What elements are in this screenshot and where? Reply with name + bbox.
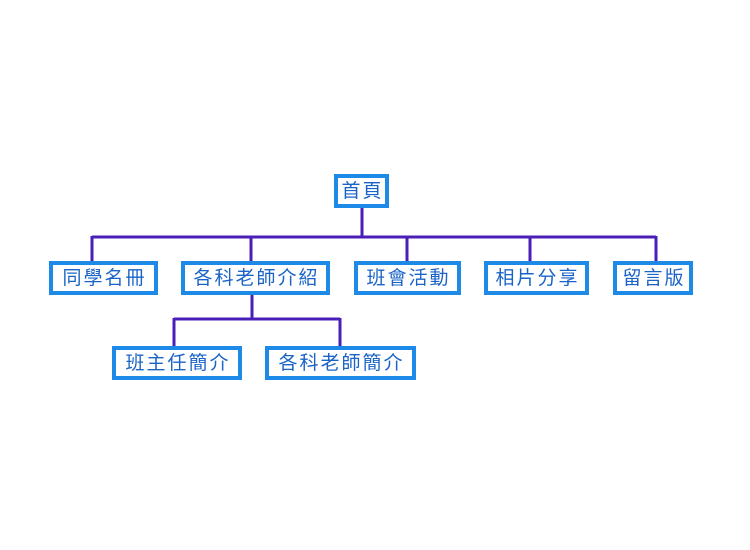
node-teacher-bios[interactable]: 各科老師簡介 [265, 346, 416, 380]
node-photo-sharing[interactable]: 相片分享 [484, 261, 589, 295]
node-class-meeting[interactable]: 班會活動 [354, 261, 461, 295]
node-homeroom-teacher[interactable]: 班主任簡介 [112, 346, 242, 380]
node-home[interactable]: 首頁 [334, 174, 389, 208]
node-teachers-intro[interactable]: 各科老師介紹 [181, 261, 330, 295]
node-classmates-list[interactable]: 同學名冊 [49, 261, 158, 295]
node-guestbook[interactable]: 留言版 [613, 261, 693, 295]
